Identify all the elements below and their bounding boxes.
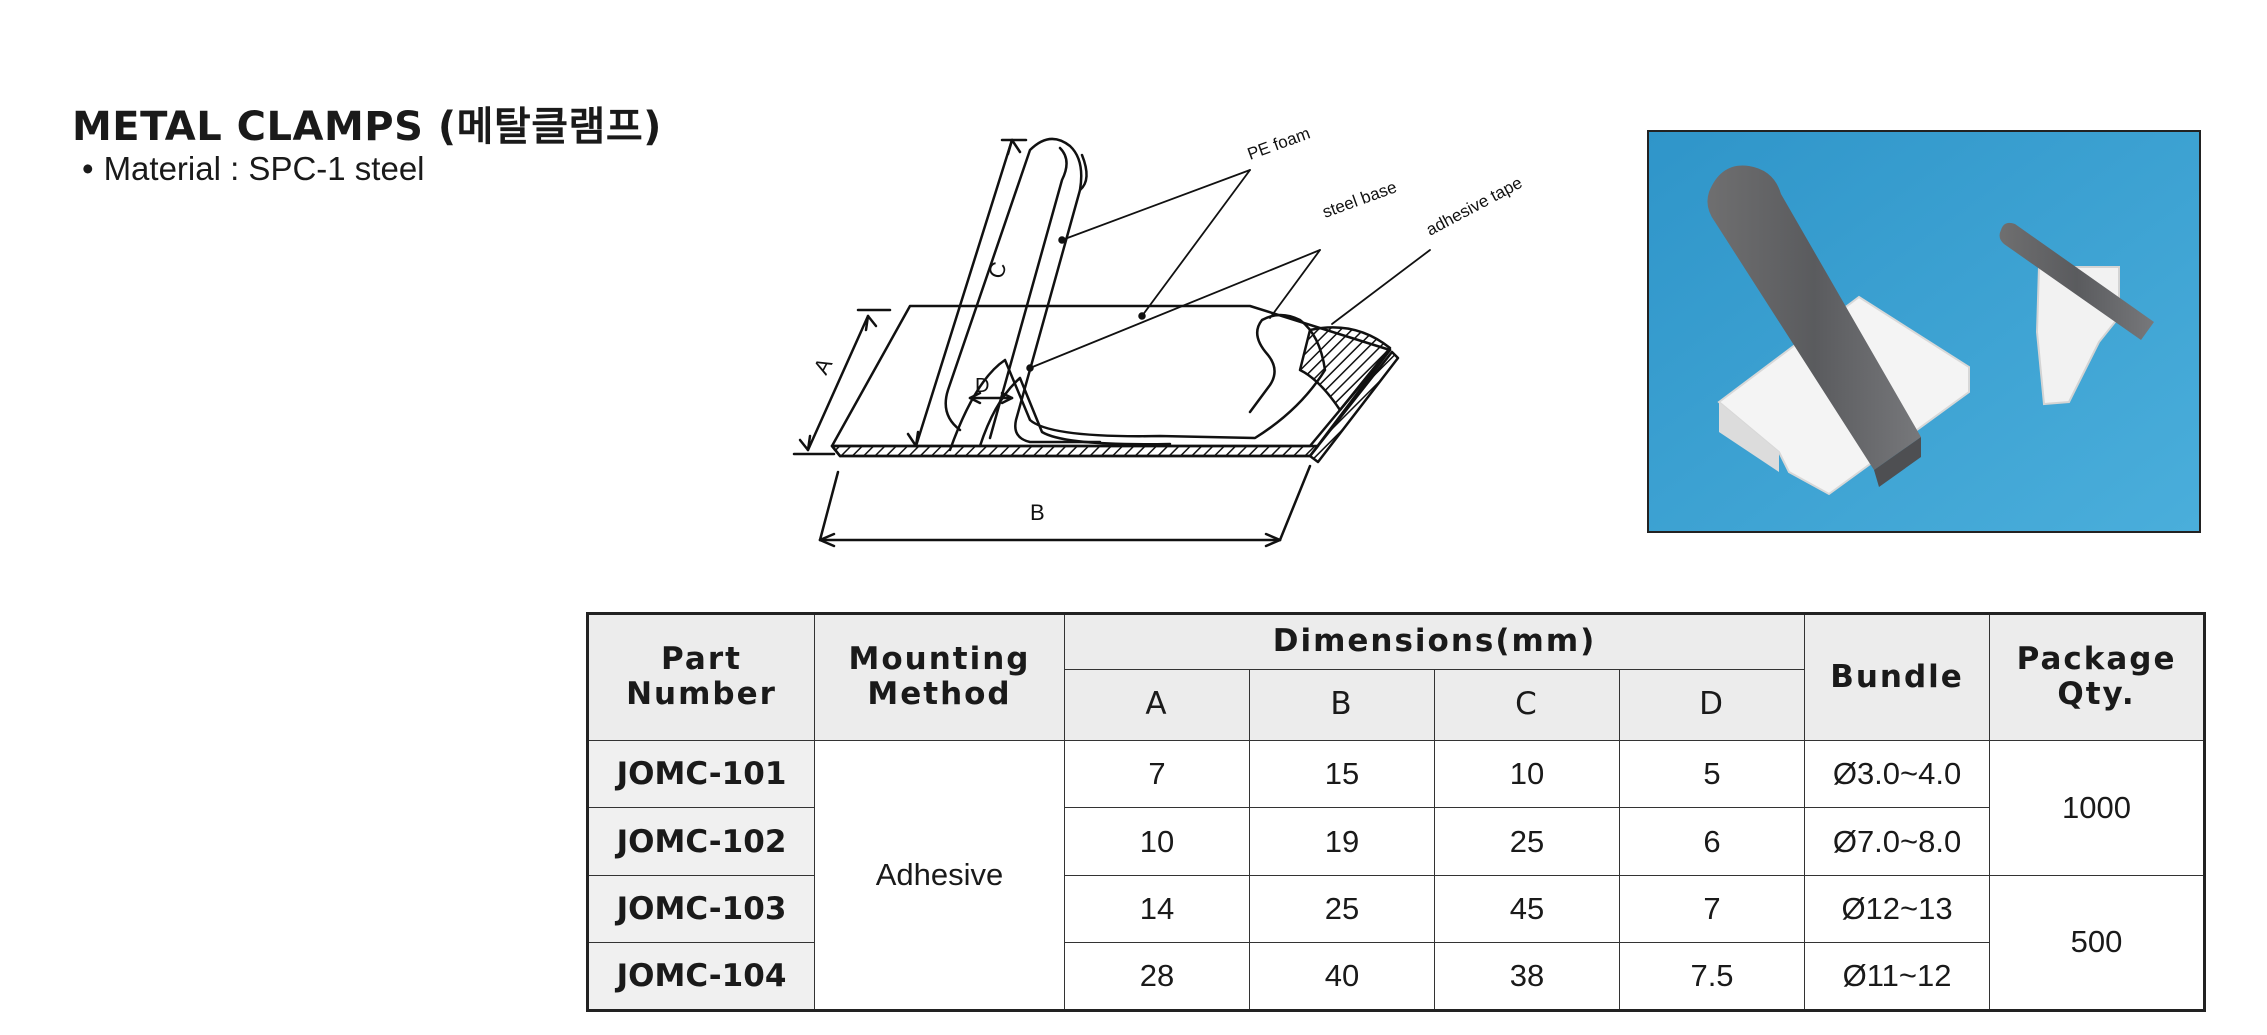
dim-c-cell: 38 (1434, 942, 1620, 1011)
dim-a-cell: 10 (1064, 807, 1250, 876)
clamp-diagram: PE foam steel base adhesive tape A B C D (792, 124, 1525, 548)
page-title: METAL CLAMPS (메탈클램프) (72, 104, 662, 150)
small-clamp-arm (1999, 222, 2154, 340)
header-dim-b: B (1249, 669, 1435, 741)
bullet: • (82, 150, 94, 187)
dim-a-cell: 14 (1064, 874, 1250, 944)
bundle-cell: Ø3.0~4.0 (1804, 739, 1991, 809)
product-photo (1647, 130, 2201, 533)
package-qty-cell: 500 (1989, 874, 2206, 1012)
label-dim-a: A (808, 353, 837, 378)
foam-mound (1298, 326, 1392, 412)
base-plate (830, 304, 1392, 458)
header-mounting-method: Mounting Method (814, 613, 1065, 741)
adhesive-hatch (830, 444, 1320, 458)
dim-c-cell: 45 (1434, 874, 1620, 944)
package-qty-cell: 1000 (1989, 739, 2206, 876)
clamp-arm-foam (1078, 153, 1088, 192)
header-package-qty: Package Qty. (1989, 613, 2206, 741)
clamp-arm-inner (988, 146, 1068, 440)
material-line: •Material : SPC-1 steel (82, 150, 425, 188)
product-photo-art (1649, 132, 2199, 531)
material-text: Material : SPC-1 steel (103, 150, 425, 187)
label-dim-d: D (975, 375, 989, 397)
dim-b-cell: 15 (1249, 739, 1435, 809)
table-row: JOMC-104 28 40 38 7.5 Ø11~12 (587, 942, 2205, 1011)
dim-d-cell: 7.5 (1618, 942, 1806, 1011)
spec-table: Part Number Mounting Method Dimensions(m… (586, 612, 2207, 1012)
label-pe-foam: PE foam (1245, 124, 1313, 164)
part-number-cell: JOMC-102 (587, 807, 815, 876)
label-dim-c: C (983, 259, 1012, 282)
dim-a-cell: 28 (1064, 942, 1250, 1011)
dim-a-cell: 7 (1064, 739, 1250, 809)
dim-d-cell: 5 (1618, 739, 1806, 809)
header-dim-c: C (1434, 669, 1620, 741)
bundle-cell: Ø7.0~8.0 (1804, 807, 1991, 876)
part-number-cell: JOMC-101 (587, 739, 815, 809)
table-row: JOMC-102 10 19 25 6 Ø7.0~8.0 (587, 807, 2205, 876)
table-row: JOMC-101 Adhesive 7 15 10 5 Ø3.0~4.0 100… (587, 739, 2206, 1012)
dim-b-cell: 19 (1249, 807, 1435, 876)
header-row: Part Number Mounting Method Dimensions(m… (587, 612, 2206, 741)
header-part-number: Part Number (587, 613, 815, 741)
large-clamp-arm (1707, 165, 1921, 470)
part-number-cell: JOMC-103 (587, 874, 815, 944)
clamp-arm (944, 137, 1102, 444)
dim-c-cell: 25 (1434, 807, 1620, 876)
header-dimensions: Dimensions(mm) (1063, 612, 1806, 671)
table-row: JOMC-103 14 25 45 7 Ø12~13 500 (587, 874, 2206, 1012)
dim-d-cell: 7 (1618, 874, 1806, 944)
label-dim-b: B (1030, 500, 1045, 525)
header-bundle: Bundle (1804, 613, 1991, 741)
label-steel-base: steel base (1320, 177, 1399, 221)
dim-b-cell: 40 (1249, 942, 1435, 1011)
part-number-cell: JOMC-104 (587, 942, 815, 1011)
dim-c-cell: 10 (1434, 739, 1620, 809)
mounting-method-cell: Adhesive (814, 739, 1065, 1012)
dim-b-cell: 25 (1249, 874, 1435, 944)
adhesive-hatch-side (1308, 350, 1400, 464)
bundle-cell: Ø11~12 (1804, 942, 1991, 1011)
dim-d-cell: 6 (1618, 807, 1806, 876)
steel-base-curl-inner (978, 376, 1172, 448)
subheader-row: A B C D (588, 669, 2205, 741)
header-dim-d: D (1618, 669, 1806, 741)
bundle-cell: Ø12~13 (1804, 874, 1991, 944)
header-dim-a: A (1064, 669, 1250, 741)
label-adhesive-tape: adhesive tape (1423, 173, 1525, 239)
